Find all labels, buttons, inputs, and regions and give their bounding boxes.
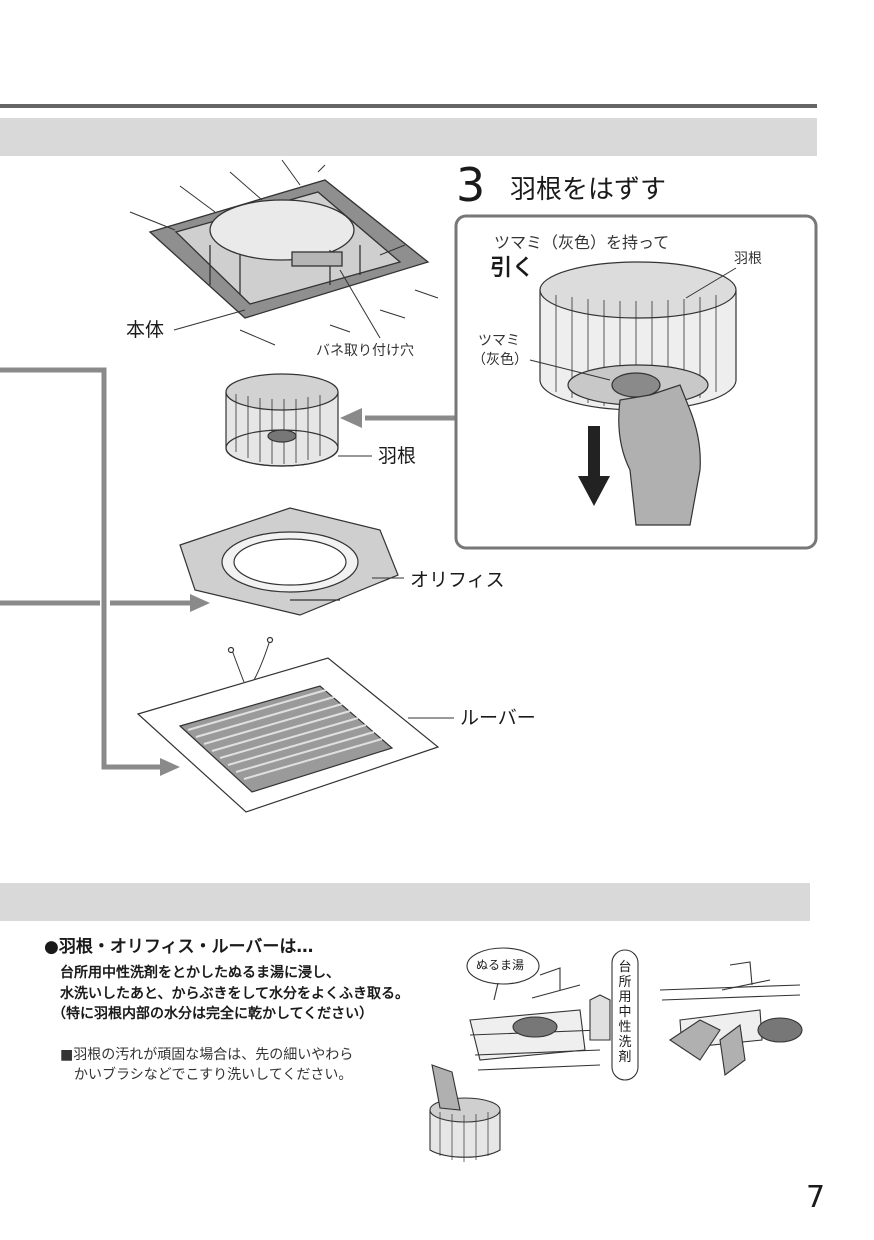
flow-arrows	[0, 367, 456, 770]
cleaning-sink-drawing-1	[466, 947, 639, 1081]
label-spring-hole: バネ取り付け穴	[316, 343, 414, 359]
cleaning-line: 台所用中性洗剤をとかしたぬるま湯に浸し、	[60, 965, 340, 981]
callout-label-knob-color: （灰色）	[472, 352, 528, 368]
label-blade: 羽根	[378, 445, 417, 467]
cleaning-heading: ●羽根・オリフィス・ルーバーは…	[44, 937, 314, 957]
callout-label-blade: 羽根	[734, 251, 762, 267]
pull-down-arrow	[578, 426, 610, 506]
bubble-warm-water: ぬるま湯	[476, 958, 525, 972]
brush-cleaning-drawing	[429, 1064, 501, 1162]
blade-drawing	[225, 373, 372, 467]
cleaning-line: （特に羽根内部の水分は完全に乾かしてください）	[52, 1006, 374, 1022]
cleaning-note: ■羽根の汚れが頑固な場合は、先の細いやわら	[60, 1047, 354, 1063]
callout-label-knob: ツマミ	[478, 333, 520, 349]
flow-arrow-heads	[160, 408, 362, 776]
top-rule	[0, 104, 817, 108]
page-number: 7	[806, 1180, 826, 1215]
cleaning-line: 水洗いしたあと、からぶきをして水分をよくふき取る。	[60, 986, 410, 1002]
step-title: 羽根をはずす	[510, 175, 667, 205]
cleaning-note: かいブラシなどでこすり洗いしてください。	[60, 1067, 353, 1083]
section-band-top	[0, 118, 817, 156]
callout-instruction: ツマミ（灰色）を持って	[494, 233, 670, 252]
main-body-drawing	[129, 159, 439, 346]
label-louver: ルーバー	[460, 707, 536, 729]
label-body: 本体	[126, 319, 165, 341]
callout-instruction-emphasis: 引く	[490, 256, 535, 281]
orifice-drawing	[179, 507, 404, 616]
step-number: 3	[456, 158, 486, 212]
callout-blade-drawing	[529, 261, 737, 526]
label-orifice: オリフィス	[410, 569, 505, 591]
detergent-label: 台所用中性洗剤	[618, 960, 632, 1065]
section-band-bottom	[0, 883, 810, 921]
louver-drawing	[136, 636, 454, 813]
cleaning-sink-drawing-2	[659, 961, 803, 1076]
